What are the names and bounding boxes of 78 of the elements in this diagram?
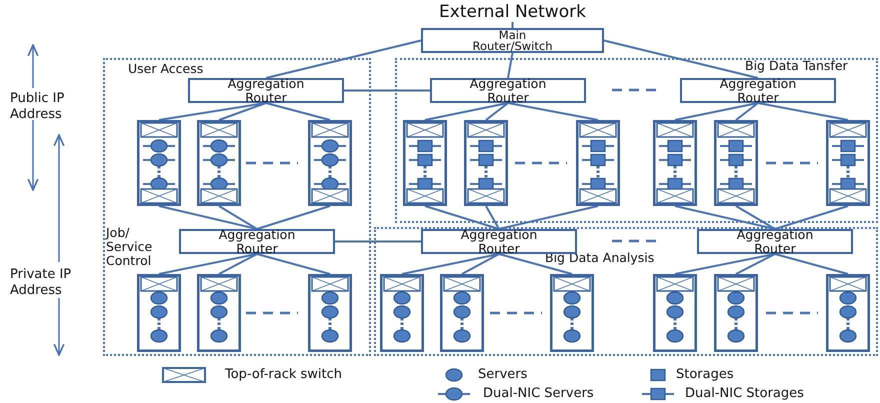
link-line: [335, 240, 421, 242]
server-rack: [576, 120, 620, 206]
node-label: Main Router/Switch: [471, 30, 554, 52]
link-line: [604, 40, 758, 79]
router-box: [430, 78, 586, 103]
link-line: [507, 52, 514, 78]
link-line: [674, 205, 776, 230]
link-line: [674, 102, 758, 121]
link-line: [758, 102, 848, 121]
link-line: [266, 40, 422, 79]
link-line: [158, 205, 258, 230]
router-box: [179, 229, 335, 254]
link-line: [485, 206, 500, 230]
address-range-label: Public IP Address: [10, 91, 66, 123]
router-box: [697, 229, 853, 254]
zone-frame: [395, 58, 878, 223]
link-line: [462, 253, 500, 275]
router-box: [680, 78, 836, 103]
zone-label: User Access: [128, 62, 204, 76]
link-line: [498, 253, 572, 275]
link-line: [344, 90, 430, 92]
server-rack: [826, 274, 870, 352]
server-rack: [137, 274, 181, 352]
legend-label: Top-of-rack switch: [225, 367, 342, 383]
link-line: [674, 253, 776, 275]
node-label: Aggregation Router: [468, 76, 548, 104]
legend-label: Dual-NIC Storages: [685, 386, 804, 402]
server-rack: [653, 274, 697, 352]
link-line: [512, 22, 514, 28]
link-line: [498, 205, 598, 230]
node-label: Aggregation Router: [218, 228, 296, 256]
link-line: [735, 102, 759, 121]
server-rack: [308, 274, 352, 352]
legend-label: Servers: [478, 367, 528, 383]
link-line: [508, 102, 598, 121]
server-rack: [308, 120, 352, 206]
server-rack: [714, 274, 758, 352]
link-line: [266, 102, 330, 121]
link-line: [218, 205, 258, 230]
legend-label: Dual-NIC Servers: [483, 386, 594, 402]
link-line: [774, 205, 848, 230]
link-line: [736, 253, 776, 275]
server-rack: [826, 120, 870, 206]
server-rack: [464, 120, 508, 206]
server-rack: [137, 120, 181, 206]
link-line: [218, 253, 258, 275]
link-line: [424, 205, 500, 230]
link-line: [736, 205, 776, 230]
link-line: [158, 253, 258, 275]
legend-label: Storages: [676, 367, 734, 383]
node-label: Aggregation Router: [736, 228, 814, 256]
link-line: [256, 253, 330, 275]
server-rack: [714, 120, 758, 206]
server-rack: [197, 120, 241, 206]
node-label: Aggregation Router: [226, 76, 306, 104]
zone-frame: [103, 58, 371, 356]
server-rack: [197, 274, 241, 352]
link-line: [402, 253, 500, 275]
link-line: [485, 102, 509, 121]
router-box: [188, 78, 344, 103]
zone-label: Big Data Tansfer: [745, 59, 849, 73]
server-rack: [653, 120, 697, 206]
zone-label: Job/ Service Control: [106, 226, 154, 268]
node-label: External Network: [439, 2, 586, 22]
link-line: [218, 102, 266, 121]
zone-frame: [374, 227, 878, 356]
link-line: [256, 205, 330, 230]
node-label: Aggregation Router: [460, 228, 538, 256]
address-range-label: Private IP Address: [10, 267, 72, 299]
server-rack: [380, 274, 424, 352]
link-line: [424, 102, 508, 121]
router-box: [421, 229, 577, 254]
server-rack: [440, 274, 484, 352]
server-rack: [403, 120, 447, 206]
link-line: [774, 253, 848, 275]
node-label: Aggregation Router: [718, 76, 798, 104]
router-box: [421, 28, 604, 53]
server-rack: [550, 274, 594, 352]
